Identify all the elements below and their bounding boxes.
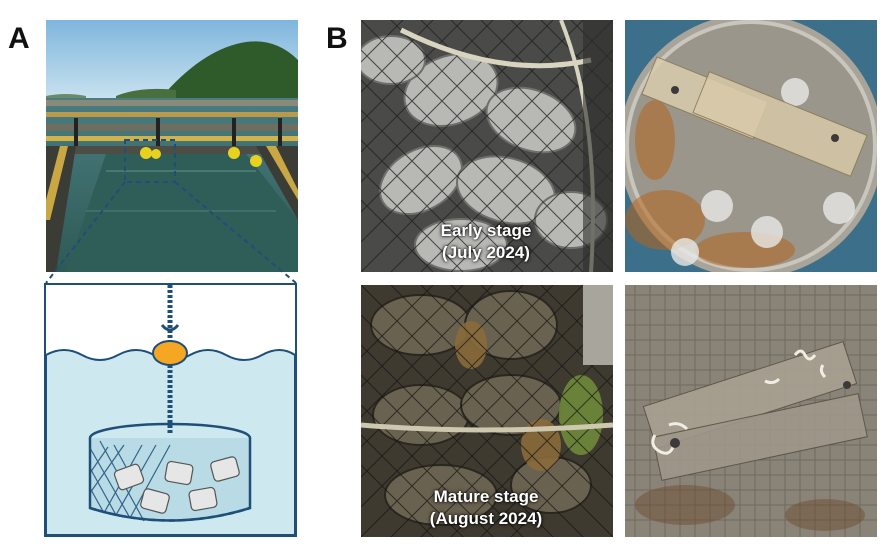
panel-label-b: B bbox=[326, 22, 348, 55]
early-stage-date: (July 2024) bbox=[442, 243, 530, 262]
early-stage-label: Early stage bbox=[440, 221, 532, 240]
panel-label-a: A bbox=[8, 22, 30, 55]
early-stage-caption: Early stage (July 2024) bbox=[416, 220, 556, 264]
mature-stage-plates-photo bbox=[625, 285, 877, 537]
mature-stage-label: Mature stage bbox=[433, 487, 539, 506]
cage-deployment-diagram bbox=[44, 283, 297, 537]
mature-stage-caption: Mature stage (August 2024) bbox=[406, 486, 566, 530]
early-stage-plates-photo bbox=[625, 20, 877, 272]
fish-farm-photo bbox=[46, 20, 298, 272]
mature-stage-cage-photo bbox=[361, 285, 613, 537]
early-stage-cage-photo bbox=[361, 20, 613, 272]
mature-stage-date: (August 2024) bbox=[429, 509, 543, 528]
